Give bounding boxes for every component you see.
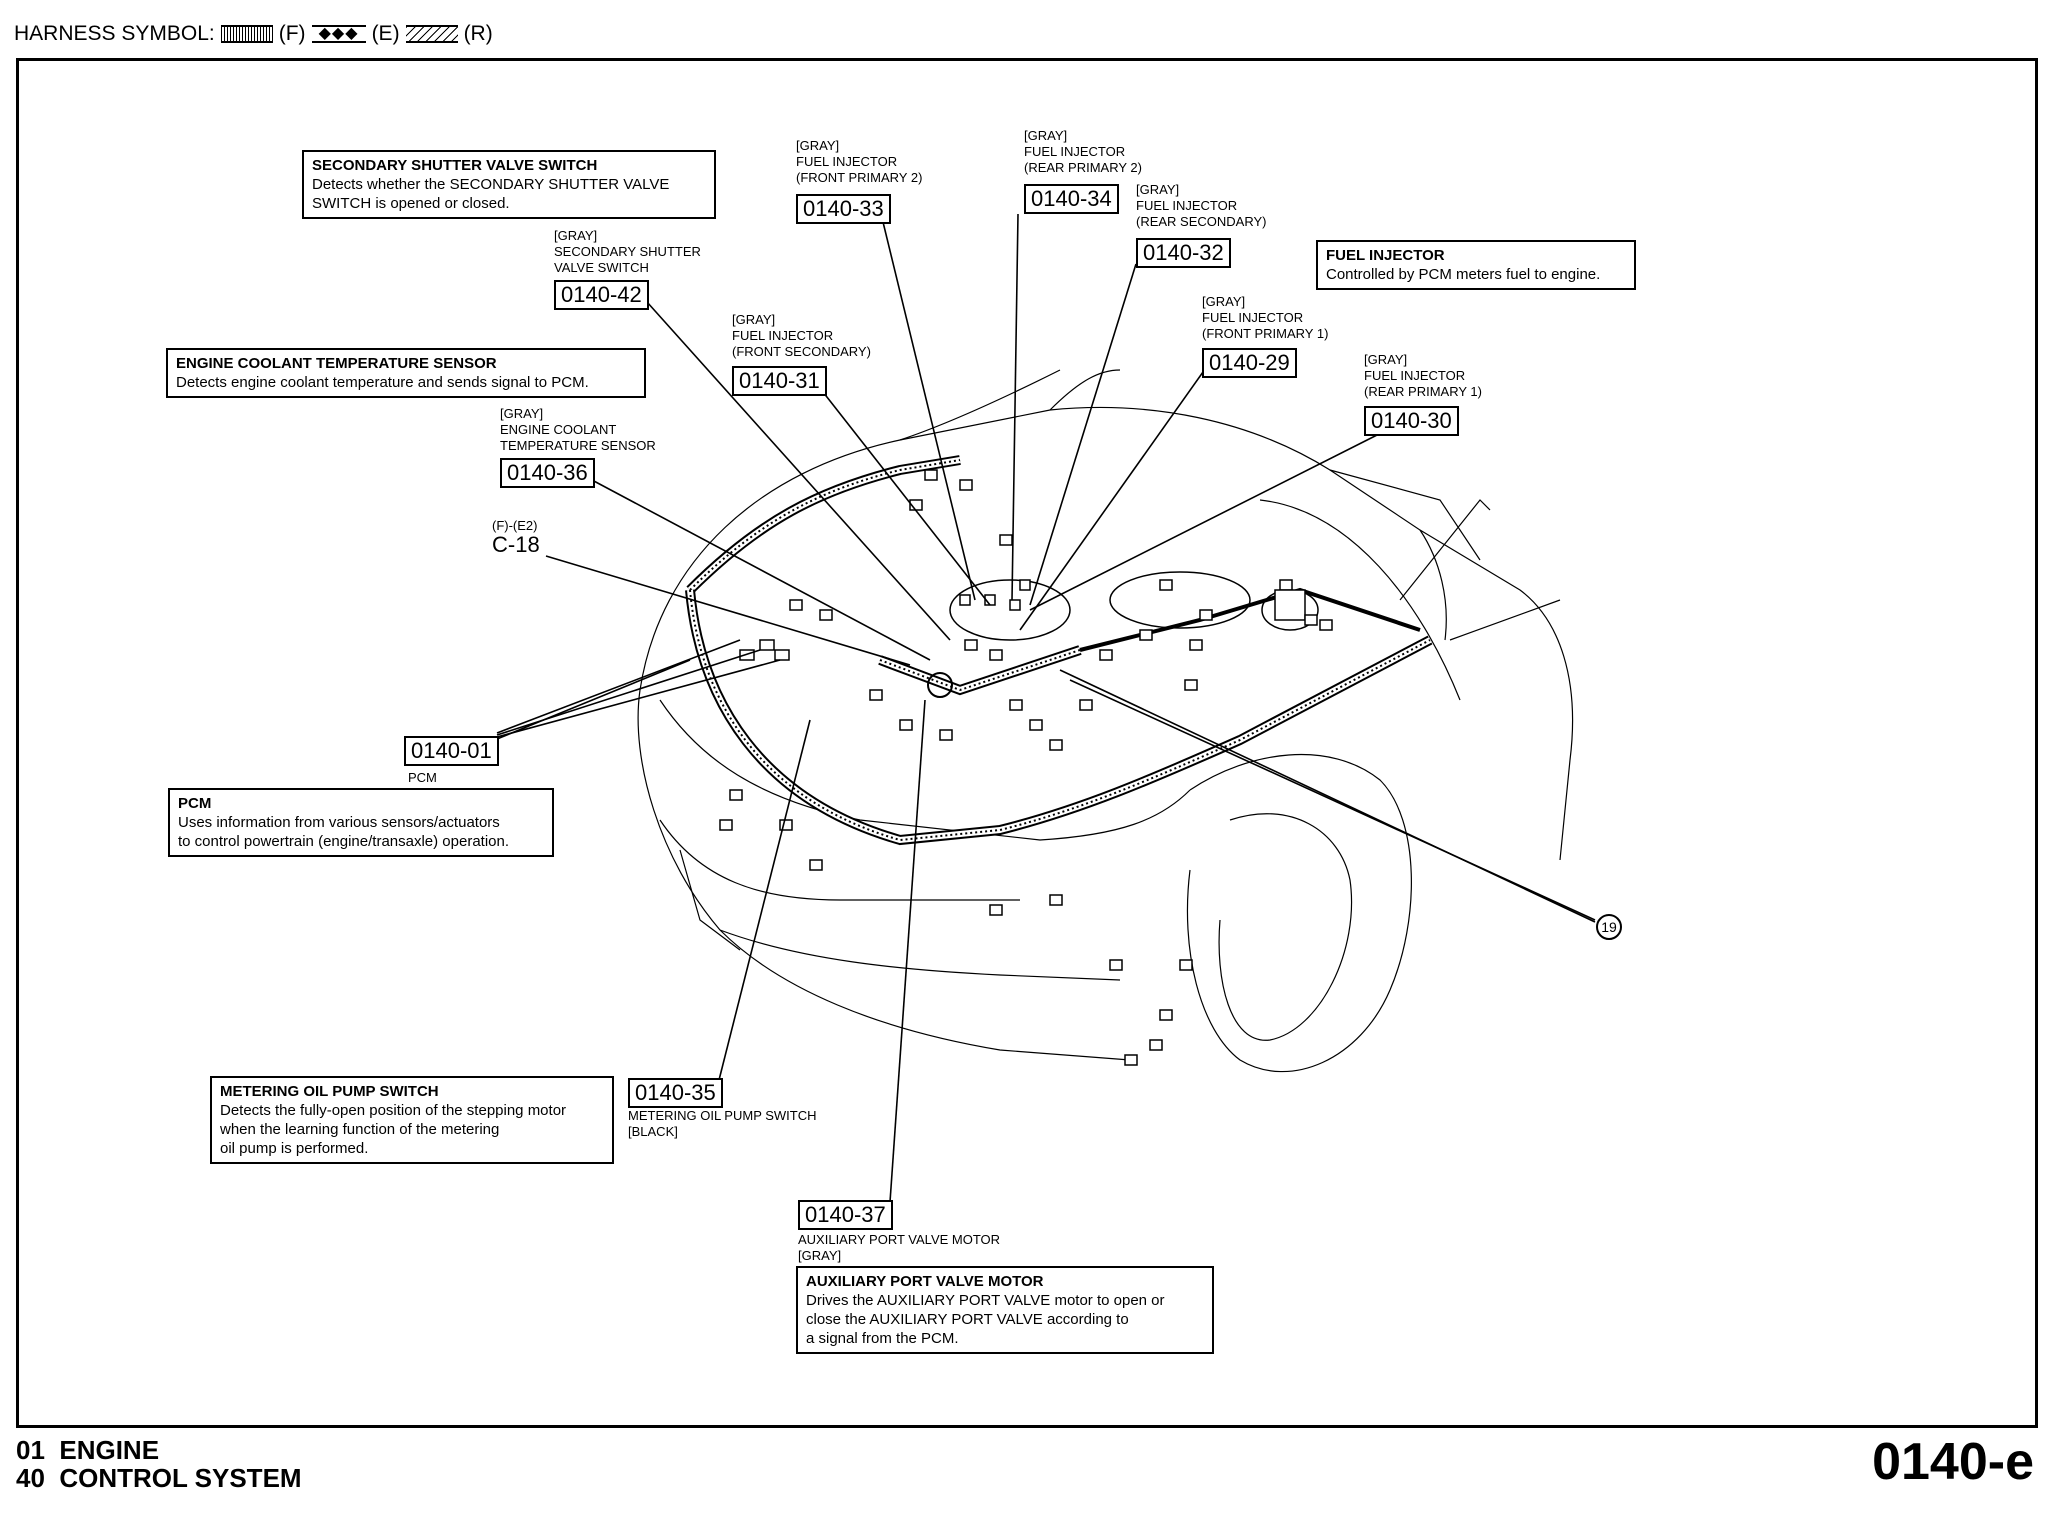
page-number: 0140-e — [1872, 1433, 2034, 1491]
box-body: Detects whether the SECONDARY SHUTTER VA… — [312, 176, 670, 212]
auxiliary-port-valve-motor-box: AUXILIARY PORT VALVE MOTOR Drives the AU… — [796, 1266, 1214, 1354]
box-title: SECONDARY SHUTTER VALVE SWITCH — [312, 157, 598, 174]
box-title: ENGINE COOLANT TEMPERATURE SENSOR — [176, 355, 497, 372]
connector-0140-31-label: [GRAY] FUEL INJECTOR (FRONT SECONDARY) — [732, 312, 871, 359]
harness-f-label: (F) — [278, 22, 306, 45]
connector-0140-37-label: AUXILIARY PORT VALVE MOTOR [GRAY] — [798, 1232, 1001, 1263]
connector-0140-34-code: 0140-34 — [1024, 184, 1119, 214]
car-outline — [637, 369, 1574, 1073]
connector-blocks — [719, 469, 1333, 1066]
connector-0140-31-code: 0140-31 — [732, 366, 827, 396]
connector-0140-37-code: 0140-37 — [798, 1200, 893, 1230]
connector-0140-29-code: 0140-29 — [1202, 348, 1297, 378]
connector-0140-33-label: [GRAY] FUEL INJECTOR (FRONT PRIMARY 2) — [796, 138, 923, 185]
footer-section-control-system: 40 CONTROL SYSTEM — [16, 1463, 302, 1493]
metering-oil-pump-switch-box: METERING OIL PUMP SWITCH Detects the ful… — [210, 1076, 614, 1164]
box-body: Detects engine coolant temperature and s… — [176, 374, 589, 391]
c18-code: C-18 — [492, 532, 540, 557]
box-title: METERING OIL PUMP SWITCH — [220, 1083, 439, 1100]
footer-section-engine: 01 ENGINE — [16, 1435, 160, 1465]
connector-0140-36-code: 0140-36 — [500, 458, 595, 488]
connector-0140-36-label: [GRAY] ENGINE COOLANT TEMPERATURE SENSOR — [500, 406, 656, 453]
box-body: Drives the AUXILIARY PORT VALVE motor to… — [806, 1292, 1165, 1347]
connector-0140-30-label: [GRAY] FUEL INJECTOR (REAR PRIMARY 1) — [1364, 352, 1482, 399]
diagram-frame — [16, 58, 2038, 1428]
connector-0140-29-label: [GRAY] FUEL INJECTOR (FRONT PRIMARY 1) — [1202, 294, 1329, 341]
pcm-box: PCM Uses information from various sensor… — [168, 788, 554, 857]
section-footer: 01 ENGINE 40 CONTROL SYSTEM — [16, 1436, 302, 1492]
connector-0140-42-code: 0140-42 — [554, 280, 649, 310]
connector-0140-01-label: PCM — [408, 770, 437, 785]
leader-lines — [496, 213, 1596, 1203]
connector-0140-33-code: 0140-33 — [796, 194, 891, 224]
front-harness-symbol-icon — [220, 25, 273, 43]
harness-r-label: (R) — [463, 22, 493, 45]
engine-coolant-temperature-sensor-box: ENGINE COOLANT TEMPERATURE SENSOR Detect… — [166, 348, 646, 398]
rear-harness-symbol-icon — [405, 25, 458, 43]
box-title: FUEL INJECTOR — [1326, 247, 1445, 264]
harness-symbol-legend: HARNESS SYMBOL: (F) ◆◆◆ (E) (R) — [14, 22, 493, 46]
wire-harness — [685, 455, 1433, 846]
box-title: PCM — [178, 795, 212, 812]
connector-0140-35-code: 0140-35 — [628, 1078, 723, 1108]
connector-0140-30-code: 0140-30 — [1364, 406, 1459, 436]
engine-harness-symbol-icon: ◆◆◆ — [311, 25, 366, 43]
fuel-injector-box: FUEL INJECTOR Controlled by PCM meters f… — [1316, 240, 1636, 290]
connector-0140-34-label: [GRAY] FUEL INJECTOR (REAR PRIMARY 2) — [1024, 128, 1142, 175]
secondary-shutter-valve-switch-box: SECONDARY SHUTTER VALVE SWITCH Detects w… — [302, 150, 716, 219]
box-title: AUXILIARY PORT VALVE MOTOR — [806, 1273, 1044, 1290]
connector-0140-32-label: [GRAY] FUEL INJECTOR (REAR SECONDARY) — [1136, 182, 1267, 229]
connector-0140-42-label: [GRAY] SECONDARY SHUTTER VALVE SWITCH — [554, 228, 701, 275]
reference-19-marker: 19 — [1596, 914, 1622, 940]
harness-symbol-label: HARNESS SYMBOL: — [14, 22, 215, 45]
connector-0140-01-code: 0140-01 — [404, 736, 499, 766]
box-body: Uses information from various sensors/ac… — [178, 814, 510, 850]
box-body: Controlled by PCM meters fuel to engine. — [1326, 266, 1601, 283]
c18-prefix: (F)-(E2) — [492, 518, 538, 533]
harness-e-label: (E) — [371, 22, 400, 45]
connector-0140-32-code: 0140-32 — [1136, 238, 1231, 268]
box-body: Detects the fully-open position of the s… — [220, 1102, 567, 1157]
connector-0140-35-label: METERING OIL PUMP SWITCH [BLACK] — [628, 1108, 817, 1139]
